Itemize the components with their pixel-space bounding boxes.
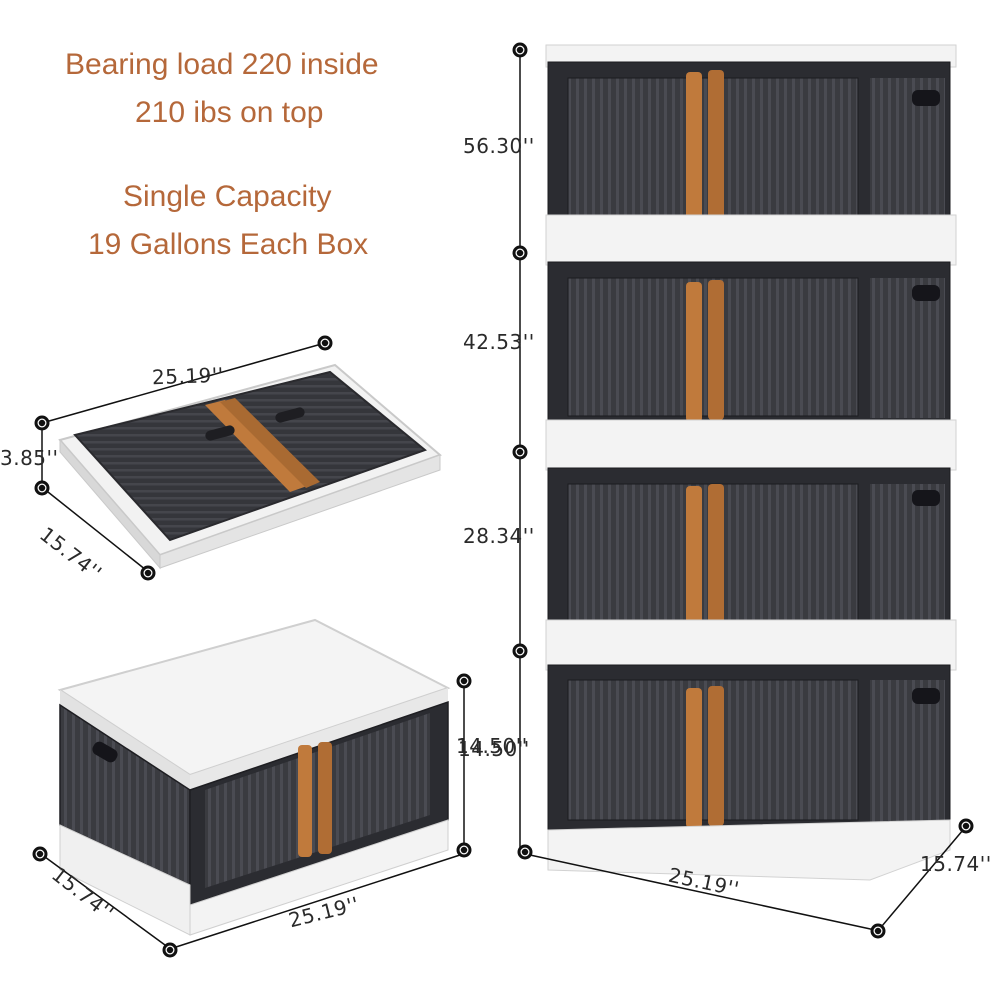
folded-length-label: 25.19'': [151, 362, 225, 390]
capacity-value: 19 Gallons Each Box: [88, 228, 369, 261]
folded-box-dimension-lines: [34, 335, 333, 581]
stack-dimension-lines: [512, 42, 974, 939]
folded-box: [58, 363, 442, 570]
stack-height-2-label: 28.34'': [463, 524, 535, 548]
capacity-title: Single Capacity: [123, 180, 332, 213]
stack-height-1-label: 14.50'': [458, 737, 530, 761]
box-stack: [545, 44, 957, 881]
single-height-label: 14.50'': [456, 734, 528, 758]
folded-height-label: 3.85'': [0, 446, 59, 470]
stack-height-3-label: 42.53'': [463, 330, 535, 354]
top-load-text: 210 ibs on top: [135, 96, 324, 129]
single-box: [57, 618, 451, 936]
single-box-dimension-lines: [32, 673, 472, 958]
load-capacity-text: Bearing load 220 inside: [65, 48, 379, 81]
stack-height-4-label: 56.30'': [463, 134, 535, 158]
stack-depth-label: 15.74'': [920, 852, 992, 876]
